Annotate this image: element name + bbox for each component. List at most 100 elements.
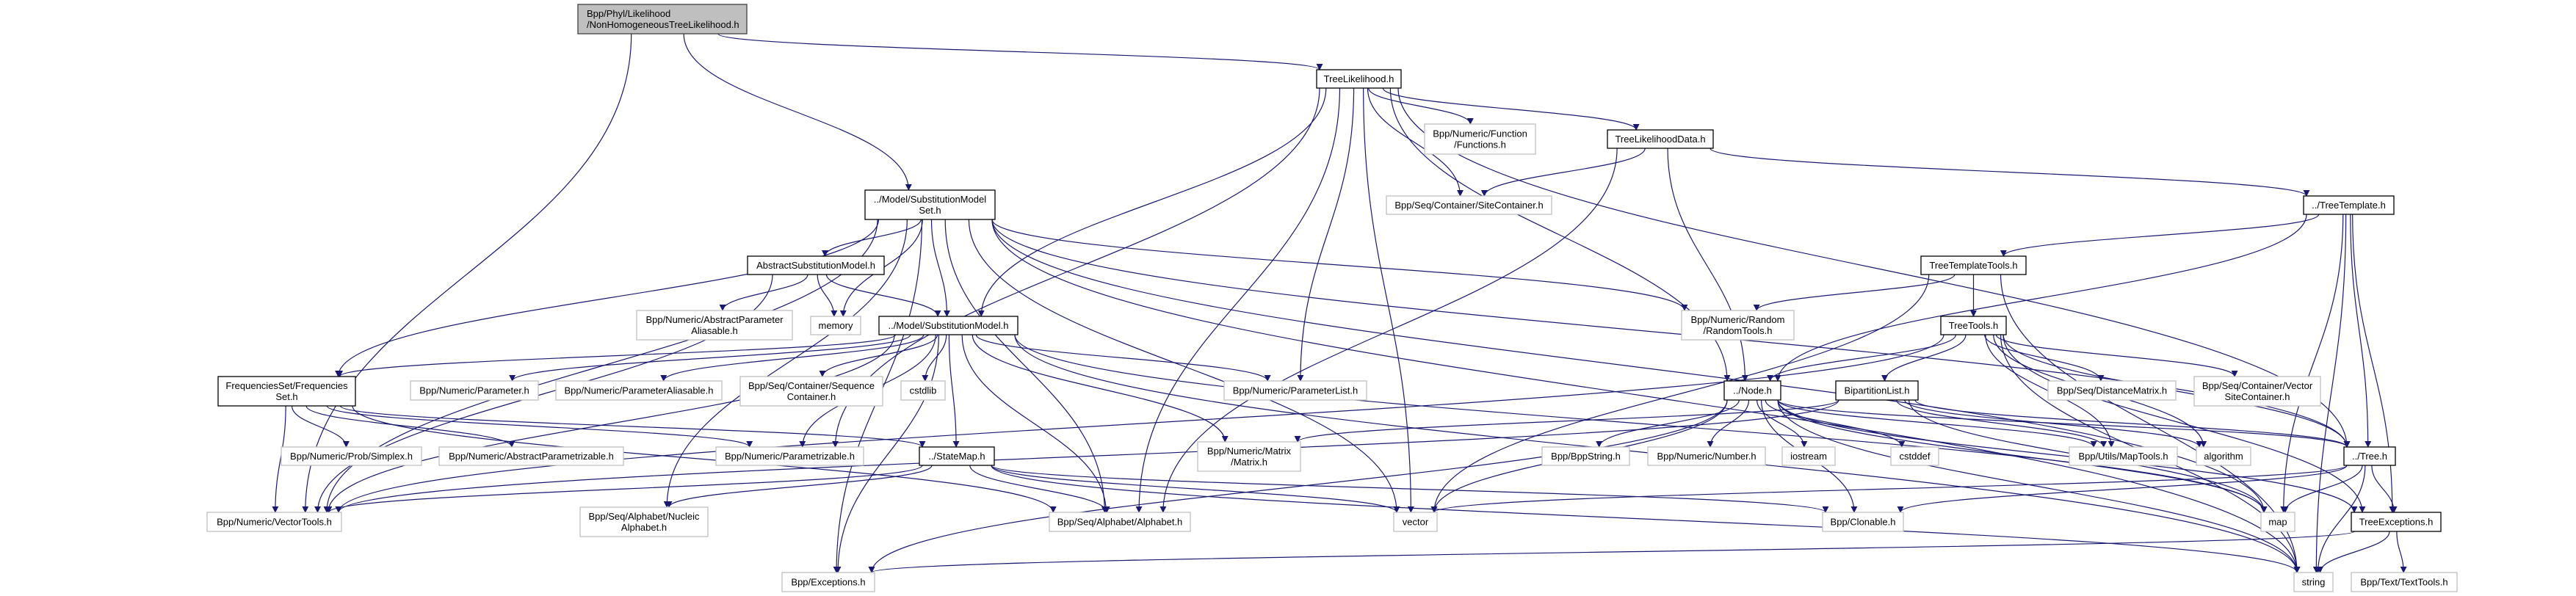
- edge-sm-to-palias: [660, 334, 925, 382]
- node-box: [579, 506, 709, 537]
- node-root[interactable]: Bpp/Phyl/Likelihood/NonHomogeneousTreeLi…: [577, 4, 748, 34]
- node-box: [2047, 380, 2177, 401]
- node-memory: memory: [810, 316, 861, 335]
- edge-smset-to-string: [991, 219, 2301, 573]
- edge-freq-to-parz: [326, 405, 753, 448]
- node-box: [2351, 572, 2458, 592]
- node-label: Aliasable.h: [691, 325, 738, 336]
- node-asm[interactable]: AbstractSubstitutionModel.h: [747, 255, 885, 275]
- node-label: SiteContainer.h: [2225, 391, 2290, 402]
- node-tree[interactable]: ../Tree.h: [2343, 446, 2396, 466]
- node-box: [1723, 380, 1781, 401]
- node-label: /Functions.h: [1454, 139, 1506, 150]
- node-param: Bpp/Numeric/Parameter.h: [410, 380, 539, 401]
- node-sm[interactable]: ../Model/SubstitutionModel.h: [878, 316, 1019, 335]
- node-aparam: Bpp/Numeric/AbstractParametrizable.h: [438, 446, 624, 466]
- edge-freq-to-statemap: [339, 405, 926, 448]
- node-dist: Bpp/Seq/DistanceMatrix.h: [2047, 380, 2177, 401]
- node-label: Bpp/Seq/Alphabet/Alphabet.h: [1057, 517, 1183, 528]
- node-label: FrequenciesSet/Frequencies: [225, 380, 348, 391]
- node-label: algorithm: [2204, 451, 2243, 462]
- node-freq[interactable]: FrequenciesSet/FrequenciesSet.h: [217, 376, 356, 407]
- node-label: Bpp/Text/TextTools.h: [2360, 577, 2447, 588]
- edge-asm-to-sm: [825, 274, 941, 317]
- edge-sm-to-freq: [336, 334, 897, 377]
- edge-bip-to-matrix: [1294, 399, 1839, 443]
- node-alpha: Bpp/Seq/Alphabet/Alphabet.h: [1049, 512, 1191, 532]
- node-bip[interactable]: BipartitionList.h: [1835, 380, 1919, 401]
- edge-tree-to-string: [2315, 465, 2366, 573]
- node-number: Bpp/Numeric/Number.h: [1647, 446, 1766, 466]
- edge-tl-to-sm: [977, 87, 1327, 317]
- node-label: Bpp/Numeric/Function: [1433, 128, 1527, 139]
- node-label: Bpp/Utils/MapTools.h: [2078, 451, 2168, 462]
- node-box: [1920, 255, 2027, 275]
- node-box: [1647, 446, 1766, 466]
- node-texc[interactable]: TreeExceptions.h: [2351, 512, 2442, 532]
- edge-tree-to-map: [2282, 465, 2363, 513]
- node-treetools[interactable]: TreeTools.h: [1940, 316, 2007, 335]
- node-string: string: [2293, 572, 2334, 592]
- node-label: ../Model/SubstitutionModel.h: [888, 320, 1008, 331]
- node-func: Bpp/Numeric/Function/Functions.h: [1424, 123, 1536, 155]
- edge-ttt-to-rand: [1753, 274, 1955, 311]
- node-box: [438, 446, 624, 466]
- edge-node-to-bppstring: [1596, 399, 1740, 448]
- edge-treetools-to-dist: [1983, 334, 2105, 382]
- edge-texc-to-text: [2396, 531, 2407, 573]
- edge-sm-to-map: [1014, 334, 2268, 513]
- edge-node-to-string: [1777, 399, 2301, 573]
- node-label: Alphabet.h: [621, 522, 667, 533]
- edge-tl-to-sitec: [1367, 87, 1464, 197]
- node-box: [1223, 380, 1367, 401]
- edge-sm-to-matrix: [972, 334, 1229, 443]
- edge-tl-to-tld: [1382, 87, 1640, 131]
- node-label: ../Node.h: [1733, 385, 1772, 396]
- node-tl[interactable]: TreeLikelihood.h: [1316, 69, 1402, 89]
- node-box: [2343, 446, 2396, 466]
- node-tt[interactable]: ../TreeTemplate.h: [2303, 195, 2395, 215]
- edge-tld-to-alpha: [1159, 148, 1618, 513]
- node-box: [1940, 316, 2007, 335]
- node-ttt[interactable]: TreeTemplateTools.h: [1920, 255, 2027, 275]
- node-box: [878, 316, 1019, 335]
- node-box: [919, 446, 995, 466]
- node-label: TreeTools.h: [1949, 320, 1998, 331]
- edge-smset-to-rand: [991, 219, 1688, 311]
- node-box: [2069, 446, 2178, 466]
- node-label: Bpp/Seq/Container/Vector: [2202, 380, 2313, 391]
- node-label: Bpp/Numeric/Number.h: [1657, 451, 1756, 462]
- edge-smset-to-sm: [930, 219, 950, 317]
- node-box: [1541, 446, 1630, 466]
- edge-ttt-to-vector: [1430, 274, 1930, 513]
- node-label: Bpp/Numeric/Parametrizable.h: [725, 451, 855, 462]
- node-box: [1386, 195, 1552, 215]
- edge-sm-to-vtools: [325, 334, 895, 513]
- edges-layer: [272, 33, 2407, 573]
- node-map: map: [2260, 512, 2295, 532]
- node-box: [781, 572, 875, 592]
- node-rand: Bpp/Numeric/Random/RandomTools.h: [1681, 310, 1795, 341]
- edge-asm-to-apa: [719, 274, 808, 311]
- node-label: cstdlib: [910, 385, 937, 396]
- node-label: TreeExceptions.h: [2359, 517, 2434, 528]
- edge-bip-to-tree: [1914, 399, 2351, 448]
- node-label: Container.h: [787, 391, 836, 402]
- edge-tt-to-ttt: [2000, 214, 2320, 257]
- node-clonable: Bpp/Clonable.h: [1822, 512, 1904, 532]
- node-matrix: Bpp/Numeric/Matrix/Matrix.h: [1197, 441, 1301, 472]
- node-box: [1781, 446, 1836, 466]
- node-box: [715, 446, 864, 466]
- node-box: [281, 446, 422, 466]
- node-label: cstddef: [1900, 451, 1931, 462]
- node-statemap[interactable]: ../StateMap.h: [919, 446, 995, 466]
- node-plist: Bpp/Numeric/ParameterList.h: [1223, 380, 1367, 401]
- node-box: [1835, 380, 1919, 401]
- node-node[interactable]: ../Node.h: [1723, 380, 1781, 401]
- node-tld[interactable]: TreeLikelihoodData.h: [1607, 129, 1714, 149]
